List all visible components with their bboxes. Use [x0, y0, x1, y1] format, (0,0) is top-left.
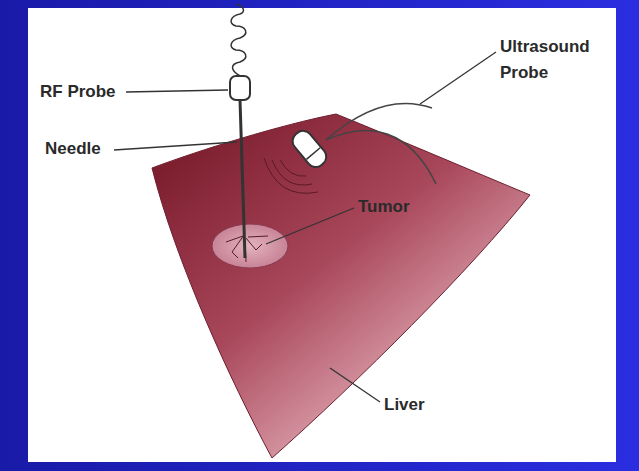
part-label: Ultrasound Probe	[500, 34, 612, 86]
part-label: Needle	[45, 136, 101, 162]
needle-tines	[226, 235, 268, 262]
part-label: Liver	[384, 392, 425, 418]
needle	[240, 100, 245, 258]
tumor	[212, 224, 288, 268]
ultrasound-cable	[326, 130, 436, 184]
probe-wire	[231, 4, 246, 76]
liver-organ	[152, 114, 530, 458]
rf-probe-body	[230, 76, 250, 100]
part-label: Tumor	[358, 194, 410, 220]
ultrasound-probe-body	[289, 127, 330, 170]
white-panel	[28, 8, 616, 462]
part-label: RF Probe	[40, 79, 116, 105]
leader-line	[114, 52, 496, 402]
